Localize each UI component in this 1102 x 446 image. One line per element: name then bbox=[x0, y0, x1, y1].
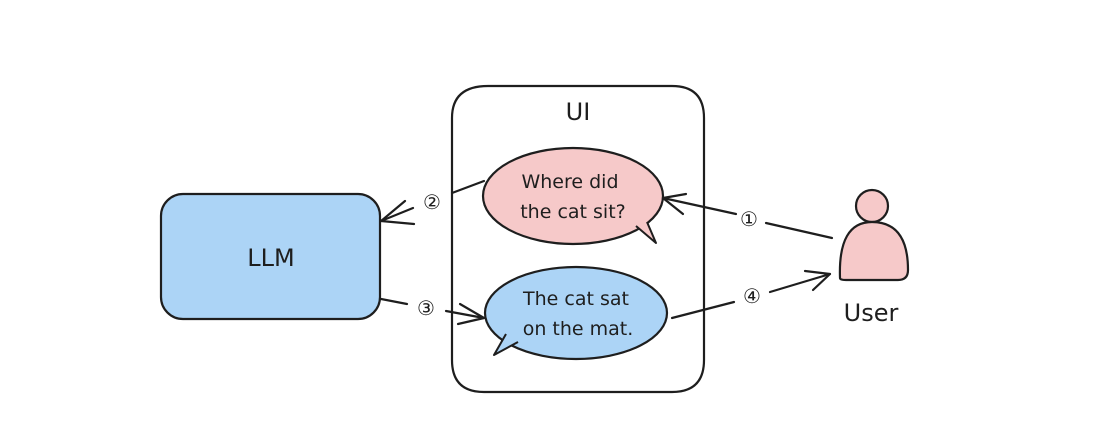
step-2-label: ② bbox=[423, 190, 441, 214]
step-4-label: ④ bbox=[743, 284, 761, 308]
answer-line-2: on the mat. bbox=[523, 318, 634, 340]
arrow-step-4: ④ bbox=[670, 269, 832, 320]
question-line-2: the cat sit? bbox=[520, 201, 626, 223]
llm-label: LLM bbox=[247, 244, 294, 272]
user-icon bbox=[838, 188, 910, 282]
ui-label: UI bbox=[566, 98, 591, 126]
question-bubble: Where did the cat sit? bbox=[481, 146, 665, 246]
arrow-step-1: ① bbox=[661, 192, 834, 240]
step-1-label: ① bbox=[740, 207, 758, 231]
question-bubble-tail bbox=[635, 221, 657, 244]
llm-node: LLM bbox=[159, 192, 382, 321]
arrow-step-3: ③ bbox=[379, 296, 486, 326]
ui-container: UI bbox=[450, 84, 706, 394]
arrow-step-2: ② bbox=[379, 179, 486, 226]
question-line-1: Where did bbox=[521, 171, 618, 193]
answer-line-1: The cat sat bbox=[522, 288, 629, 310]
answer-bubble: The cat sat on the mat. bbox=[483, 265, 669, 361]
step-3-label: ③ bbox=[417, 296, 435, 320]
user-label: User bbox=[844, 299, 899, 327]
answer-bubble-tail bbox=[493, 333, 519, 356]
